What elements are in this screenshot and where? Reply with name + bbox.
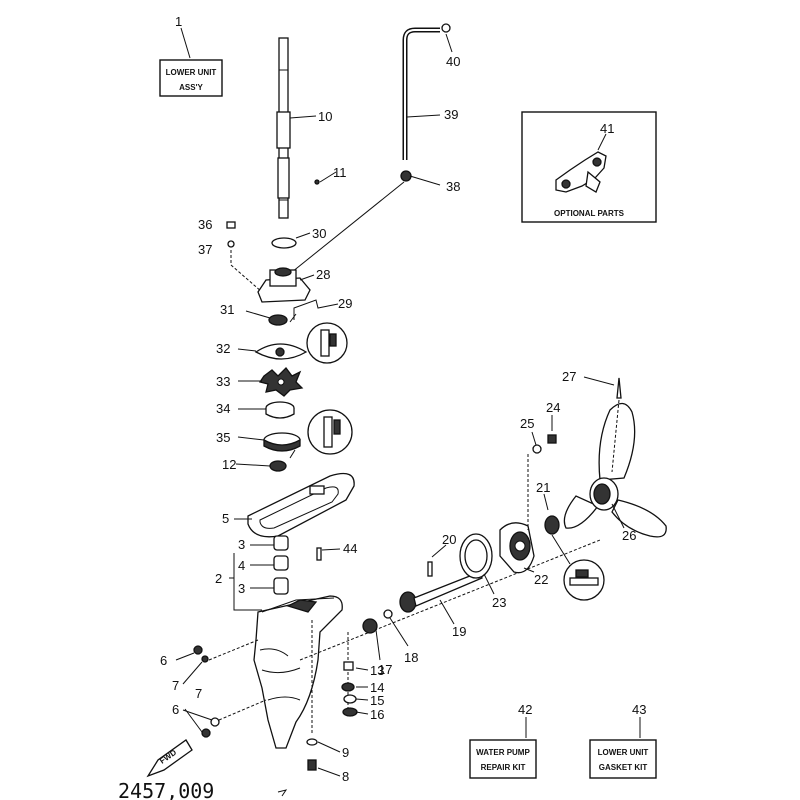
callout-43: 43 [632, 702, 646, 717]
callout-5: 5 [222, 511, 229, 526]
gasket-kit-box: LOWER UNIT GASKET KIT [589, 739, 657, 779]
water-pump-kit-box: WATER PUMP REPAIR KIT [469, 739, 537, 779]
optional-parts-label: OPTIONAL PARTS [554, 209, 625, 218]
callout-39: 39 [444, 107, 458, 122]
callout-13: 13 [370, 663, 384, 678]
callout-25: 25 [520, 416, 534, 431]
callout-32: 32 [216, 341, 230, 356]
callout-12: 12 [222, 457, 236, 472]
bolt-36 [226, 221, 236, 248]
gasket-line1: LOWER UNIT [598, 748, 649, 757]
callout-21: 21 [536, 480, 550, 495]
propeller [563, 402, 667, 538]
callout-28: 28 [316, 267, 330, 282]
callout-41: 41 [600, 121, 614, 136]
callout-26: 26 [622, 528, 636, 543]
callout-numbers: 1 2 3 3 4 5 6 6 7 7 8 9 10 11 12 13 14 1… [160, 14, 646, 784]
callout-16: 16 [370, 707, 384, 722]
callout-3b: 3 [238, 581, 245, 596]
callout-20: 20 [442, 532, 456, 547]
callout-22: 22 [534, 572, 548, 587]
callout-23: 23 [492, 595, 506, 610]
callout-7b: 7 [195, 686, 202, 701]
callout-7a: 7 [172, 678, 179, 693]
callout-36: 36 [198, 217, 212, 232]
callout-14: 14 [370, 680, 384, 695]
bearing-housing [499, 522, 535, 574]
callout-34: 34 [216, 401, 230, 416]
callout-35: 35 [216, 430, 230, 445]
callout-24: 24 [546, 400, 560, 415]
callout-1: 1 [175, 14, 182, 29]
impeller [258, 367, 304, 397]
callout-30: 30 [312, 226, 326, 241]
callout-31: 31 [220, 302, 234, 317]
callout-19: 19 [452, 624, 466, 639]
key-detail-upper [306, 322, 348, 364]
callout-15: 15 [370, 693, 384, 708]
water-pump-line1: WATER PUMP [476, 748, 530, 757]
callout-10: 10 [318, 109, 332, 124]
callout-3a: 3 [238, 537, 245, 552]
pump-housing [257, 267, 311, 303]
callout-37: 37 [198, 242, 212, 257]
callout-38: 38 [446, 179, 460, 194]
lower-casing [253, 595, 343, 749]
callout-44: 44 [343, 541, 357, 556]
callout-6b: 6 [172, 702, 179, 717]
propeller-shaft [399, 571, 483, 613]
key-detail-lower [307, 409, 353, 455]
gasket-line2: GASKET KIT [599, 763, 648, 772]
callout-17: 17 [378, 662, 392, 677]
lower-unit-assy-box: LOWER UNIT ASS'Y [159, 59, 223, 97]
fwd-arrow: FWD [146, 739, 193, 778]
callout-18: 18 [404, 650, 418, 665]
callout-42: 42 [518, 702, 532, 717]
callout-9: 9 [342, 745, 349, 760]
shear-pin-detail [563, 559, 605, 601]
callout-27: 27 [562, 369, 576, 384]
callout-29: 29 [338, 296, 352, 311]
water-pump-line2: REPAIR KIT [481, 763, 526, 772]
callout-33: 33 [216, 374, 230, 389]
optional-bracket-part [555, 151, 607, 193]
insert-cup [263, 432, 301, 452]
water-tube [400, 23, 451, 182]
callout-2: 2 [215, 571, 222, 586]
liner [265, 401, 295, 419]
seal-ring [459, 533, 493, 579]
callout-4: 4 [238, 558, 245, 573]
callout-6a: 6 [160, 653, 167, 668]
optional-parts-box: OPTIONAL PARTS [521, 111, 657, 223]
callout-40: 40 [446, 54, 460, 69]
drive-shaft [276, 37, 291, 219]
footer-code: 2457,009 [118, 779, 214, 800]
callout-11: 11 [333, 165, 347, 180]
callout-8: 8 [342, 769, 349, 784]
lower-unit-assy-line1: LOWER UNIT [166, 68, 217, 77]
lower-unit-assy-line2: ASS'Y [179, 83, 203, 92]
